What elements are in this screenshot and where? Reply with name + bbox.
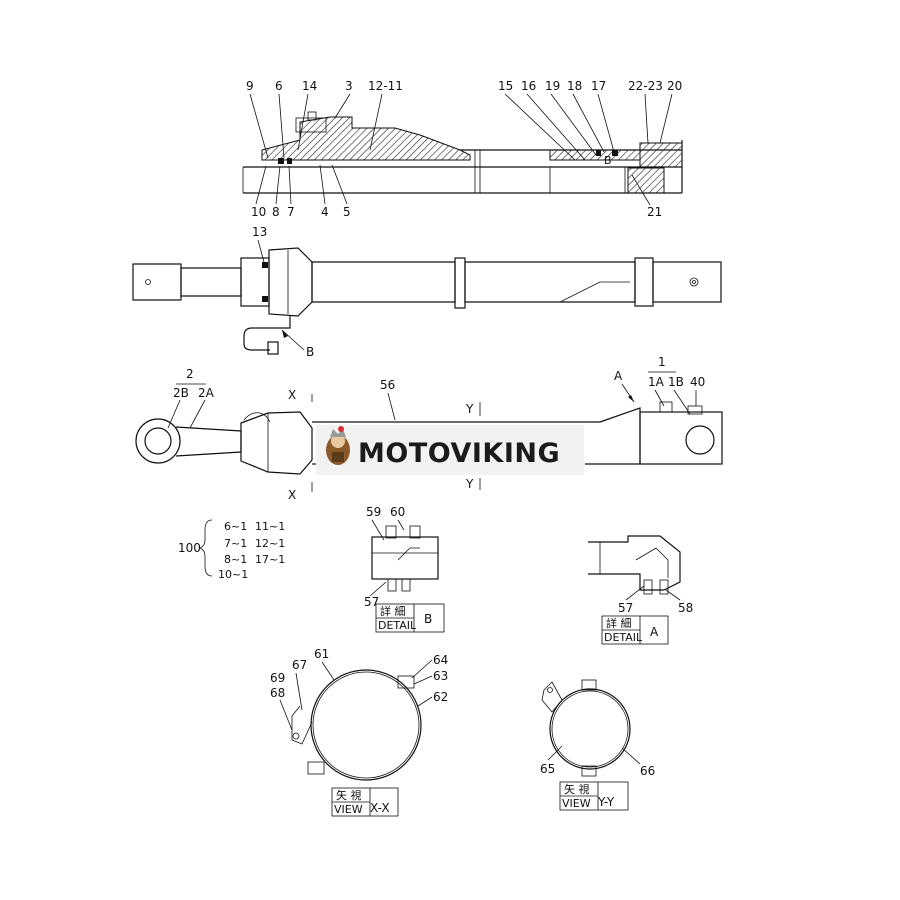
kit-item: 17~1 [255,553,285,566]
watermark: MOTOVIKING [316,425,584,475]
label: 58 [678,601,693,615]
label: B [306,345,314,359]
label: 15 [498,79,513,93]
label: 62 [433,690,448,704]
label: 64 [433,653,448,667]
view-xx-caption-jp: 矢 視 [336,788,362,802]
label: 22-23 [628,79,663,93]
view-xx-caption-en: VIEW [334,803,363,816]
label: 56 [380,378,395,392]
section-view: B 9 6 14 3 12-11 15 16 19 18 17 22-23 20 [242,79,683,219]
detail-a-caption-jp: 詳 細 [606,616,632,630]
detail-b-caption-jp: 詳 細 [380,604,406,618]
label: 12-11 [368,79,403,93]
label: 61 [314,647,329,661]
label: 68 [270,686,285,700]
view-yy-letter: Y-Y [597,795,615,809]
label: 1A [648,375,665,389]
label: 2A [198,386,215,400]
view-xx-letter: X-X [370,801,390,815]
label: 20 [667,79,682,93]
label: 1B [668,375,684,389]
view-yy: 65 66 矢 視 VIEW Y-Y [540,679,655,811]
label: 57 [364,595,379,609]
section-marker-y-bottom: Y [465,477,474,491]
viking-mascot-icon [326,426,350,465]
kit-item: 12~1 [255,537,285,550]
label: 16 [521,79,536,93]
label: 65 [540,762,555,776]
label: 18 [567,79,582,93]
label: 13 [252,225,267,239]
section-inner-mark: B [604,154,612,167]
kit-item: 7~1 [224,537,247,550]
detail-b-letter: B [424,612,432,626]
label: 17 [591,79,606,93]
detail-a-letter: A [650,625,659,639]
section-marker-x-bottom: X [288,488,296,502]
label: 40 [690,375,705,389]
detail-b-caption-en: DETAIL [378,619,417,632]
label: 21 [647,205,662,219]
view-yy-caption-jp: 矢 視 [564,782,590,796]
label: 67 [292,658,307,672]
section-marker-x-top: X [288,388,296,402]
label: 10 [251,205,266,219]
section-marker-y-top: Y [465,402,474,416]
label: 1 [658,355,666,369]
label: 8 [272,205,280,219]
kit-item: 6~1 [224,520,247,533]
kit-item: 10~1 [218,568,248,581]
view-yy-caption-en: VIEW [562,797,591,810]
detail-a-caption-en: DETAIL [604,631,643,644]
label: 6 [275,79,283,93]
label: 2B [173,386,189,400]
section-bottom-labels: 10 8 7 4 5 21 [251,205,662,219]
label: A [614,369,623,383]
detail-a: 57 58 詳 細 DETAIL A [588,535,693,645]
label: 63 [433,669,448,683]
kit-item: 11~1 [255,520,285,533]
label: 59 [366,505,381,519]
label: 19 [545,79,560,93]
kit-list: 100 6~1 11~1 7~1 12~1 8~1 17~1 10~1 [178,519,285,581]
top-view: X X Y Y 2 2B 2A 56 A 1 1A 1B 40 [135,355,723,502]
detail-b: 59 60 57 詳 細 DETAIL B [364,505,445,633]
label: 5 [343,205,351,219]
watermark-text: MOTOVIKING [358,438,560,469]
kit-number: 100 [178,541,201,555]
label: 60 [390,505,405,519]
label: 9 [246,79,254,93]
label: 3 [345,79,353,93]
label: 69 [270,671,285,685]
label: 2 [186,367,194,381]
label: 57 [618,601,633,615]
side-view: 13 B [132,225,722,359]
section-top-labels: 9 6 14 3 12-11 15 16 19 18 17 22-23 20 [246,79,682,93]
view-xx: 61 64 63 62 67 69 68 矢 視 VIEW X-X [270,647,448,817]
label: 66 [640,764,655,778]
label: 7 [287,205,295,219]
label: 14 [302,79,317,93]
kit-item: 8~1 [224,553,247,566]
label: 4 [321,205,329,219]
